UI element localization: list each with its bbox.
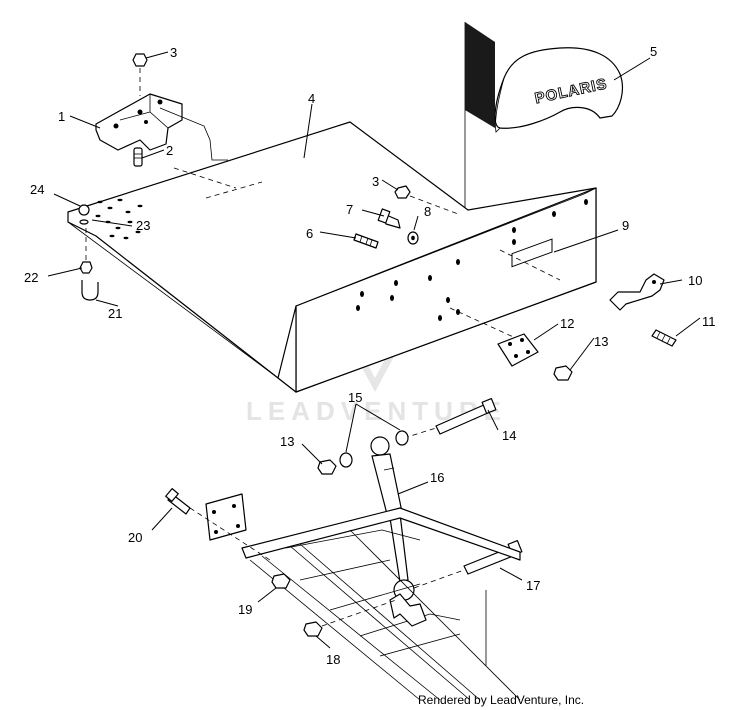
cargo-box-deck: [67, 121, 597, 393]
bolt-14: [403, 397, 497, 439]
callout-17: 17: [526, 578, 540, 593]
callout-4: 4: [308, 91, 315, 106]
callout-9: 9: [622, 218, 629, 233]
nut-3-mid: [394, 185, 459, 215]
callout-3-mid: 3: [372, 174, 379, 189]
shock-16: [370, 436, 415, 601]
callout-19: 19: [238, 602, 252, 617]
corner-bolt: [78, 204, 90, 225]
callout-10: 10: [688, 273, 702, 288]
callout-24: 24: [30, 182, 44, 197]
nut-18: [303, 599, 397, 637]
bushing-15-right: [395, 430, 409, 446]
callout-18: 18: [326, 652, 340, 667]
callout-16: 16: [430, 470, 444, 485]
callout-13-right: 13: [594, 334, 608, 349]
callout-5: 5: [650, 44, 657, 59]
callout-21: 21: [108, 306, 122, 321]
callout-14: 14: [502, 428, 516, 443]
plate-12: [497, 333, 539, 367]
label-plate: [511, 238, 553, 268]
u-bolt-21: [81, 280, 99, 301]
frame-assembly: [241, 507, 521, 701]
bracket-10: [609, 273, 665, 311]
bolt-20: [165, 487, 191, 515]
callout-3: 3: [170, 45, 177, 60]
leader-lines: [47, 51, 701, 649]
callout-23: 23: [136, 218, 150, 233]
callout-15: 15: [348, 390, 362, 405]
bolt-11: [651, 329, 677, 347]
nut-13-right: [553, 365, 573, 381]
corner-perforations: [95, 198, 143, 240]
callout-8: 8: [424, 204, 431, 219]
callout-12: 12: [560, 316, 574, 331]
callout-1: 1: [58, 109, 65, 124]
shaded-flap: [465, 22, 495, 128]
bracket-1: [95, 93, 237, 189]
callout-6: 6: [306, 226, 313, 241]
washer-8: [407, 231, 419, 245]
callout-13-left: 13: [280, 434, 294, 449]
bushing-15-left: [339, 452, 353, 468]
callout-20: 20: [128, 530, 142, 545]
polaris-cap-5: POLARIS: [494, 47, 624, 133]
callout-22: 22: [24, 270, 38, 285]
bolt-2: [133, 147, 143, 167]
plate-20: [189, 493, 271, 561]
callout-2: 2: [166, 143, 173, 158]
mounting-holes: [356, 199, 588, 321]
footer-credit: Rendered by LeadVenture, Inc.: [418, 693, 584, 707]
callout-7: 7: [346, 202, 353, 217]
nut-22: [79, 261, 93, 274]
nut-19: [271, 573, 291, 589]
callout-11: 11: [702, 314, 716, 329]
callouts: 1 2 3 3 4 5 6 7 8 9 10 11 12 13 13 14 15…: [24, 44, 716, 667]
nut-3-top: [132, 53, 148, 96]
nut-13-left: [317, 459, 337, 475]
